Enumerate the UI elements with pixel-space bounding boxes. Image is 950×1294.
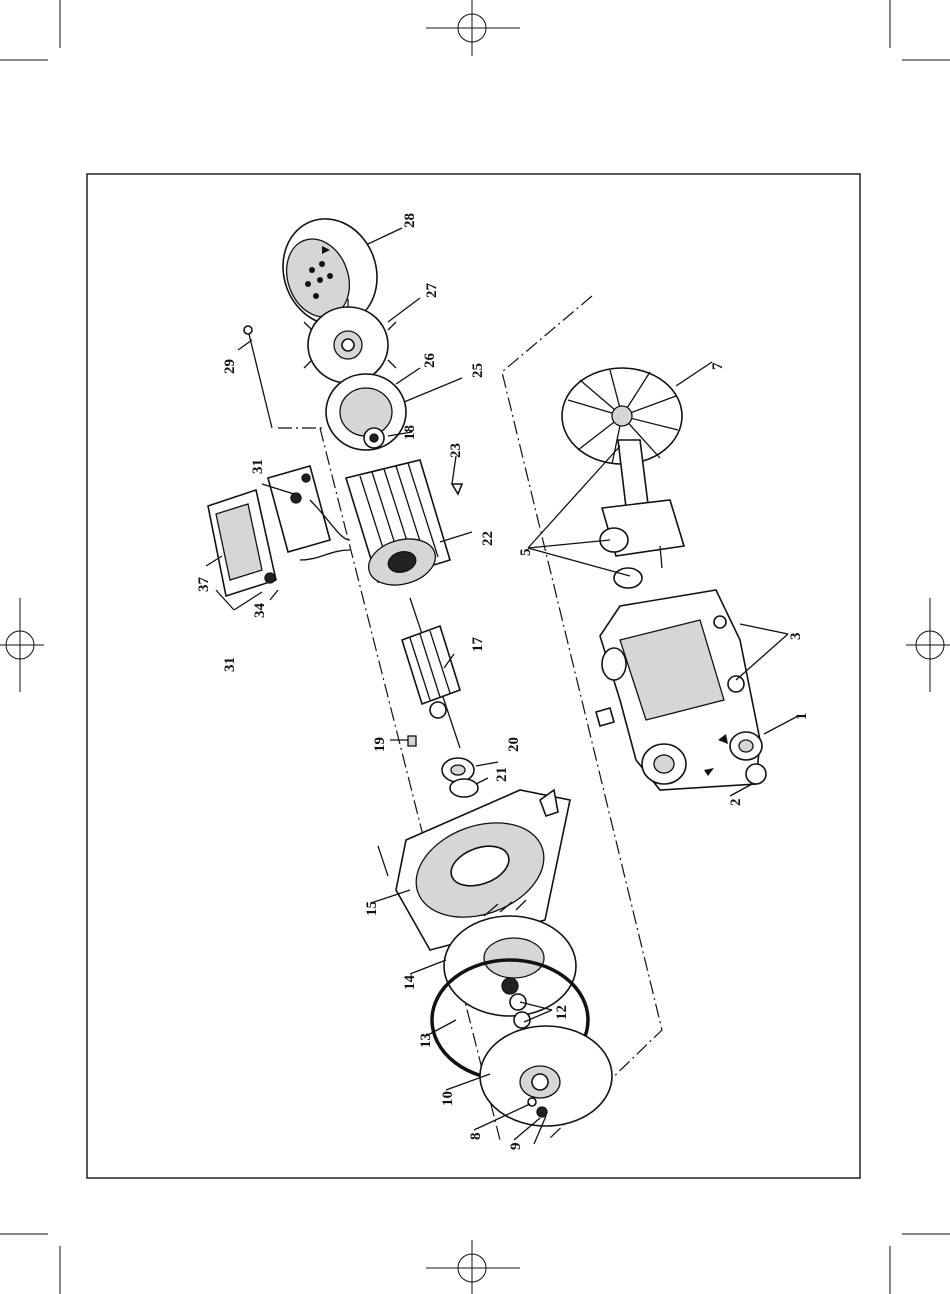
rotor-part xyxy=(402,598,460,748)
rear-end-shield-part xyxy=(326,374,406,450)
callout-31-top: 31 xyxy=(250,459,266,474)
callout-27: 27 xyxy=(424,283,440,299)
shaft-key-part xyxy=(408,736,416,746)
callout-10: 10 xyxy=(440,1091,456,1106)
callout-34: 34 xyxy=(252,603,268,619)
callout-22: 22 xyxy=(480,531,496,546)
callout-37: 37 xyxy=(196,577,212,593)
pump-casing-part xyxy=(600,590,762,790)
callout-18: 18 xyxy=(402,425,418,440)
callout-5: 5 xyxy=(518,549,534,557)
callout-15: 15 xyxy=(364,901,380,916)
bearing-part xyxy=(442,758,478,797)
callout-9: 9 xyxy=(508,1143,524,1151)
callout-2: 2 xyxy=(728,799,744,807)
callout-26: 26 xyxy=(422,353,438,369)
tie-rod-part xyxy=(244,326,272,428)
callout-21: 21 xyxy=(494,767,510,782)
callout-28: 28 xyxy=(402,213,418,228)
callout-12: 12 xyxy=(554,1005,570,1020)
callout-25: 25 xyxy=(470,363,486,378)
motor-stator-part xyxy=(346,460,462,592)
callout-20: 20 xyxy=(506,737,522,752)
callout-29: 29 xyxy=(222,359,238,374)
callout-23: 23 xyxy=(448,443,464,458)
callout-3: 3 xyxy=(788,633,804,641)
callout-14: 14 xyxy=(402,975,418,991)
callout-31-bottom: 31 xyxy=(222,657,238,672)
callout-19: 19 xyxy=(372,737,388,752)
callout-1: 1 xyxy=(794,713,810,721)
callout-13: 13 xyxy=(418,1033,434,1048)
callout-17: 17 xyxy=(470,637,486,653)
callout-7: 7 xyxy=(710,362,726,370)
terminal-box-part xyxy=(208,466,350,596)
callout-8: 8 xyxy=(468,1133,484,1141)
